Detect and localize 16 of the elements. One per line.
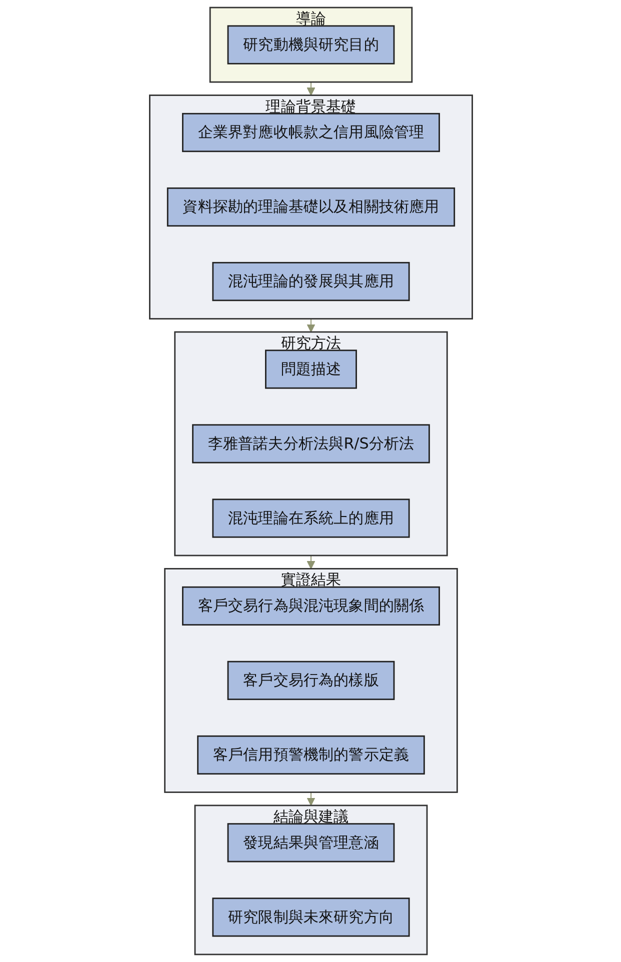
node-box: 李雅普諾夫分析法與R/S分析法 bbox=[192, 424, 430, 464]
node-box: 客戶交易行為與混沌現象間的關係 bbox=[182, 586, 440, 626]
node-box: 混沌理論的發展與其應用 bbox=[212, 262, 410, 302]
node-box: 客戶交易行為的樣版 bbox=[226, 660, 394, 700]
node-box: 企業界對應收帳款之信用風險管理 bbox=[182, 112, 440, 152]
node-box: 問題描述 bbox=[264, 350, 356, 389]
node-box: 混沌理論在系統上的應用 bbox=[212, 498, 410, 538]
arrow bbox=[306, 318, 315, 332]
node-box: 發現結果與管理意涵 bbox=[226, 823, 394, 862]
arrow bbox=[306, 82, 315, 96]
arrow bbox=[306, 555, 315, 570]
node-box: 資料探勘的理論基礎以及相關技術應用 bbox=[166, 187, 455, 227]
node-box: 研究限制與未來研究方向 bbox=[212, 898, 410, 937]
arrow bbox=[306, 792, 315, 806]
node-box: 研究動機與研究目的 bbox=[226, 25, 394, 64]
node-box: 客戶信用預警機制的警示定義 bbox=[196, 735, 424, 775]
